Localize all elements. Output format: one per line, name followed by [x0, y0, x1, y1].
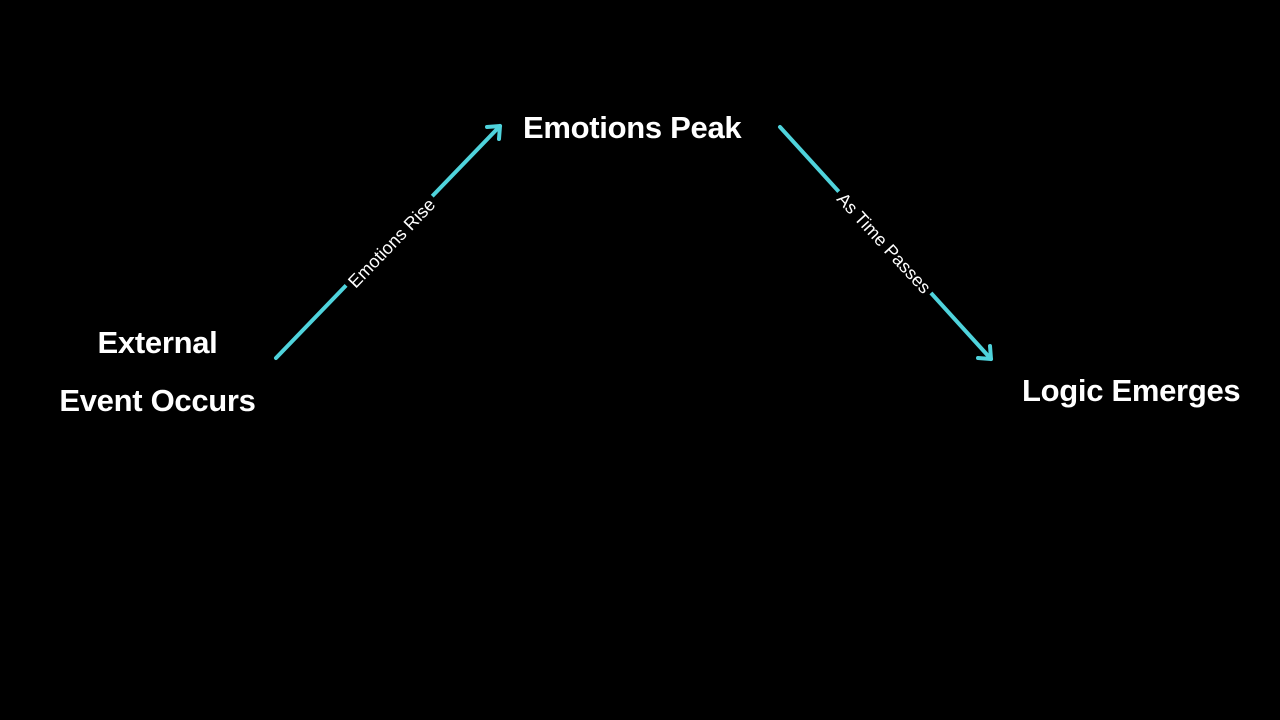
- node-external-line2: Event Occurs: [59, 383, 256, 418]
- node-external-line1: External: [97, 325, 218, 360]
- fall-arrowhead-icon: [976, 344, 993, 361]
- node-logic-emerges: Logic Emerges: [1022, 373, 1241, 408]
- rise-arrowhead-icon: [485, 124, 502, 141]
- node-emotions-peak: Emotions Peak: [523, 110, 742, 145]
- node-external-event: External Event Occurs: [40, 314, 275, 430]
